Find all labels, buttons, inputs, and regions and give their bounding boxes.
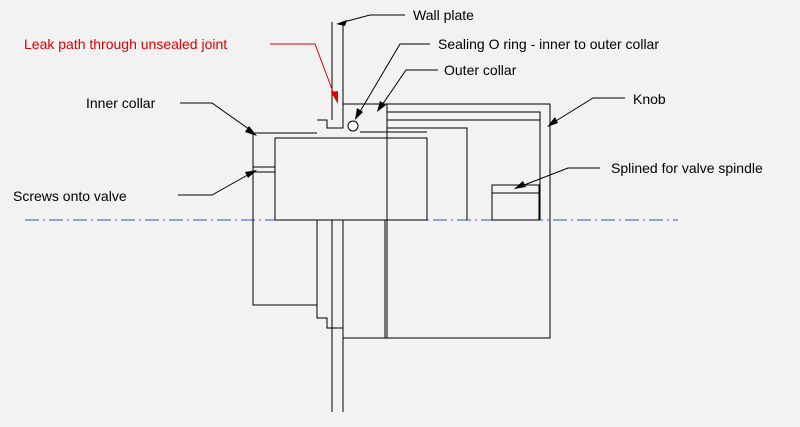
knob-body [386,103,551,339]
label-outer-collar: Outer collar [444,62,517,78]
leader-screws [178,170,257,196]
o-ring [347,120,359,132]
leader-inner-collar [180,102,257,136]
inner-collar-body [252,132,428,306]
wall-plate-body [316,22,387,412]
outer-collar-body [342,103,468,220]
label-sealing-o-ring: Sealing O ring - inner to outer collar [438,36,659,52]
leader-leak-path [270,43,338,104]
leader-knob [547,97,625,127]
label-knob: Knob [633,91,666,107]
label-leak-path: Leak path through unsealed joint [24,36,227,52]
leader-splined [514,167,600,189]
leader-o-ring [355,43,430,120]
leader-outer-collar [377,69,438,112]
label-wall-plate: Wall plate [413,7,474,23]
leader-wall-plate [336,14,405,26]
label-splined: Splined for valve spindle [611,160,763,176]
spline-block [491,184,540,221]
label-inner-collar: Inner collar [86,95,156,111]
label-screws: Screws onto valve [13,188,127,204]
